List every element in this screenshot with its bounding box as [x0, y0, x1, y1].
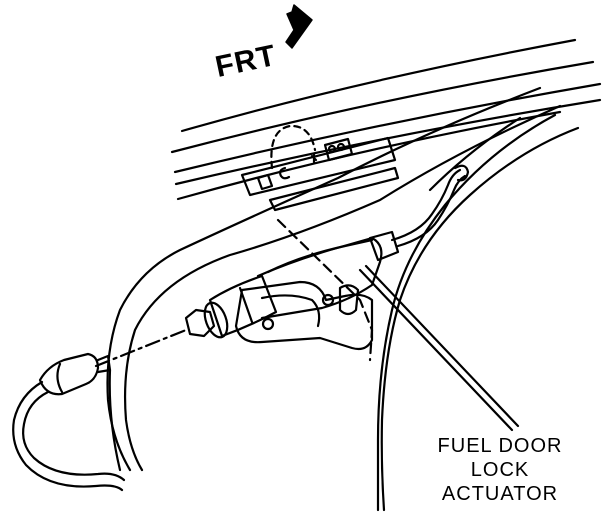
alignment-centerline: [94, 328, 188, 368]
cable-line-2: [22, 390, 126, 482]
direction-label: FRT: [212, 39, 279, 84]
harness-wire-1: [390, 168, 462, 242]
bracket-hidden-arc: [270, 124, 317, 170]
callout-line-3: ACTUATOR: [442, 483, 558, 505]
cable-tip: [96, 354, 112, 374]
quarter-panel-outer: [106, 86, 542, 472]
bracket-slot-1: [323, 137, 354, 162]
harness-wire-2: [396, 174, 467, 248]
motor-end-cap: [203, 301, 229, 339]
roof-line-2: [170, 60, 595, 154]
flange-bolt-hole-2: [321, 293, 335, 307]
callout-line-2: LOCK: [471, 459, 529, 481]
roof-line-1: [180, 38, 577, 133]
roof-line-5: [176, 110, 562, 201]
roof-line-4: [174, 98, 602, 186]
bracket-mark-c: [279, 166, 291, 180]
bracket-hole-1: [327, 144, 337, 154]
quarter-panel-inner-2: [108, 368, 122, 472]
callout-leader-line-2: [364, 264, 520, 428]
cable-boot: [38, 352, 100, 396]
cable-boot-rib: [56, 362, 64, 394]
roof-line-3: [173, 82, 602, 174]
bracket-hole-2: [336, 142, 346, 152]
motor-band: [238, 286, 254, 324]
callout-leader-line: [358, 268, 514, 432]
actuator-wire-harness: [390, 164, 470, 248]
flange-inner-curve: [260, 294, 321, 328]
harness-end-clip: [453, 164, 470, 182]
flange-bolt-hole-1: [261, 317, 275, 331]
actuator-housing-top: [266, 238, 374, 274]
fuel-door-opening-inner: [376, 113, 557, 512]
actuator-motor-cylinder: [208, 274, 278, 338]
bracket-lower-lip: [268, 166, 400, 212]
actuator-connector: [368, 230, 400, 262]
fuel-door-lock-actuator: [184, 230, 400, 351]
flange-slot: [338, 284, 360, 316]
cable-line-1: [12, 380, 124, 492]
callout-line-1: FUEL DOOR: [438, 435, 563, 457]
actuator-cable: [12, 352, 126, 492]
mounting-bracket: [240, 124, 400, 212]
actuator-mounting-flange: [234, 280, 374, 351]
bracket-tab-left: [256, 173, 274, 191]
front-direction-arrow-icon: [285, 4, 313, 49]
fuel-door-opening-outer: [380, 126, 580, 512]
actuator-plunger-nut: [184, 308, 216, 338]
body-panel-lines: [106, 38, 602, 512]
bracket-fastener-mark: [310, 152, 318, 164]
front-direction-indicator: FRT: [212, 4, 313, 84]
callout-label: FUEL DOOR LOCK ACTUATOR: [438, 435, 563, 505]
quarter-panel-inner-1: [123, 104, 562, 472]
alignment-centerline-upper: [276, 218, 374, 362]
fuel-door-opening-edge: [428, 116, 522, 192]
